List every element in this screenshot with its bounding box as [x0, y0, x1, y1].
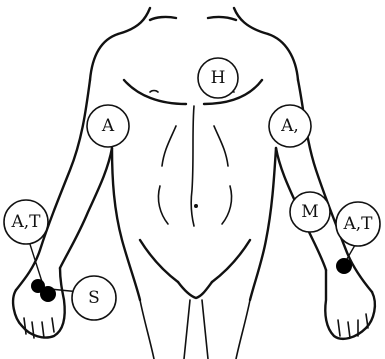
- chest-left: [124, 80, 186, 104]
- neck-left-line: [118, 8, 150, 34]
- inner-thigh-left: [184, 300, 190, 359]
- left-shoulder: [90, 34, 118, 80]
- marker-forearm: M: [290, 192, 330, 232]
- marker-wrist-left-label: A,T: [10, 212, 41, 232]
- torso-left: [112, 148, 140, 300]
- marker-wrist-right: A,T: [336, 202, 380, 246]
- left-hand: [13, 268, 65, 338]
- inner-thigh-right: [202, 300, 208, 359]
- body-outline: [13, 8, 375, 359]
- marker-upper-arm-left-label: A: [101, 116, 115, 136]
- abdomen-right-curve: [214, 126, 228, 166]
- thigh-left: [140, 300, 154, 359]
- marker-forearm-label: M: [301, 202, 318, 222]
- marker-upper-arm-left: A: [87, 105, 129, 147]
- nipple-left: [150, 91, 158, 93]
- navel: [194, 204, 198, 208]
- right-shoulder: [268, 34, 298, 80]
- thigh-right: [236, 300, 250, 359]
- right-arm-outer: [298, 80, 372, 292]
- hip-right: [212, 240, 250, 282]
- right-fingers: [338, 314, 368, 338]
- marker-chest: H: [198, 58, 238, 98]
- marker-dot-right-wrist: [336, 258, 352, 274]
- hip-left: [140, 240, 178, 282]
- collar-right: [208, 17, 236, 20]
- marker-palm: S: [72, 276, 116, 320]
- abdomen-left-curve: [162, 126, 176, 166]
- marker-upper-arm-right: A,: [269, 105, 311, 147]
- abdomen-right-lower: [222, 186, 232, 224]
- marker-chest-label: H: [211, 68, 226, 88]
- groin: [178, 282, 212, 298]
- abdomen-center: [191, 106, 194, 226]
- marker-upper-arm-right-label: A,: [280, 116, 299, 136]
- left-arm-outer: [16, 80, 90, 290]
- abdomen-left-lower: [158, 186, 168, 224]
- left-arm-inner: [60, 148, 112, 268]
- neck-right-line: [234, 8, 268, 34]
- torso-right: [250, 148, 276, 300]
- marker-wrist-right-label: A,T: [342, 214, 373, 234]
- marker-dot-palm: [31, 279, 45, 293]
- collar-left: [150, 17, 176, 20]
- left-fingers: [24, 318, 54, 338]
- marker-palm-label: S: [88, 288, 100, 308]
- marker-wrist-left: A,T: [4, 200, 48, 244]
